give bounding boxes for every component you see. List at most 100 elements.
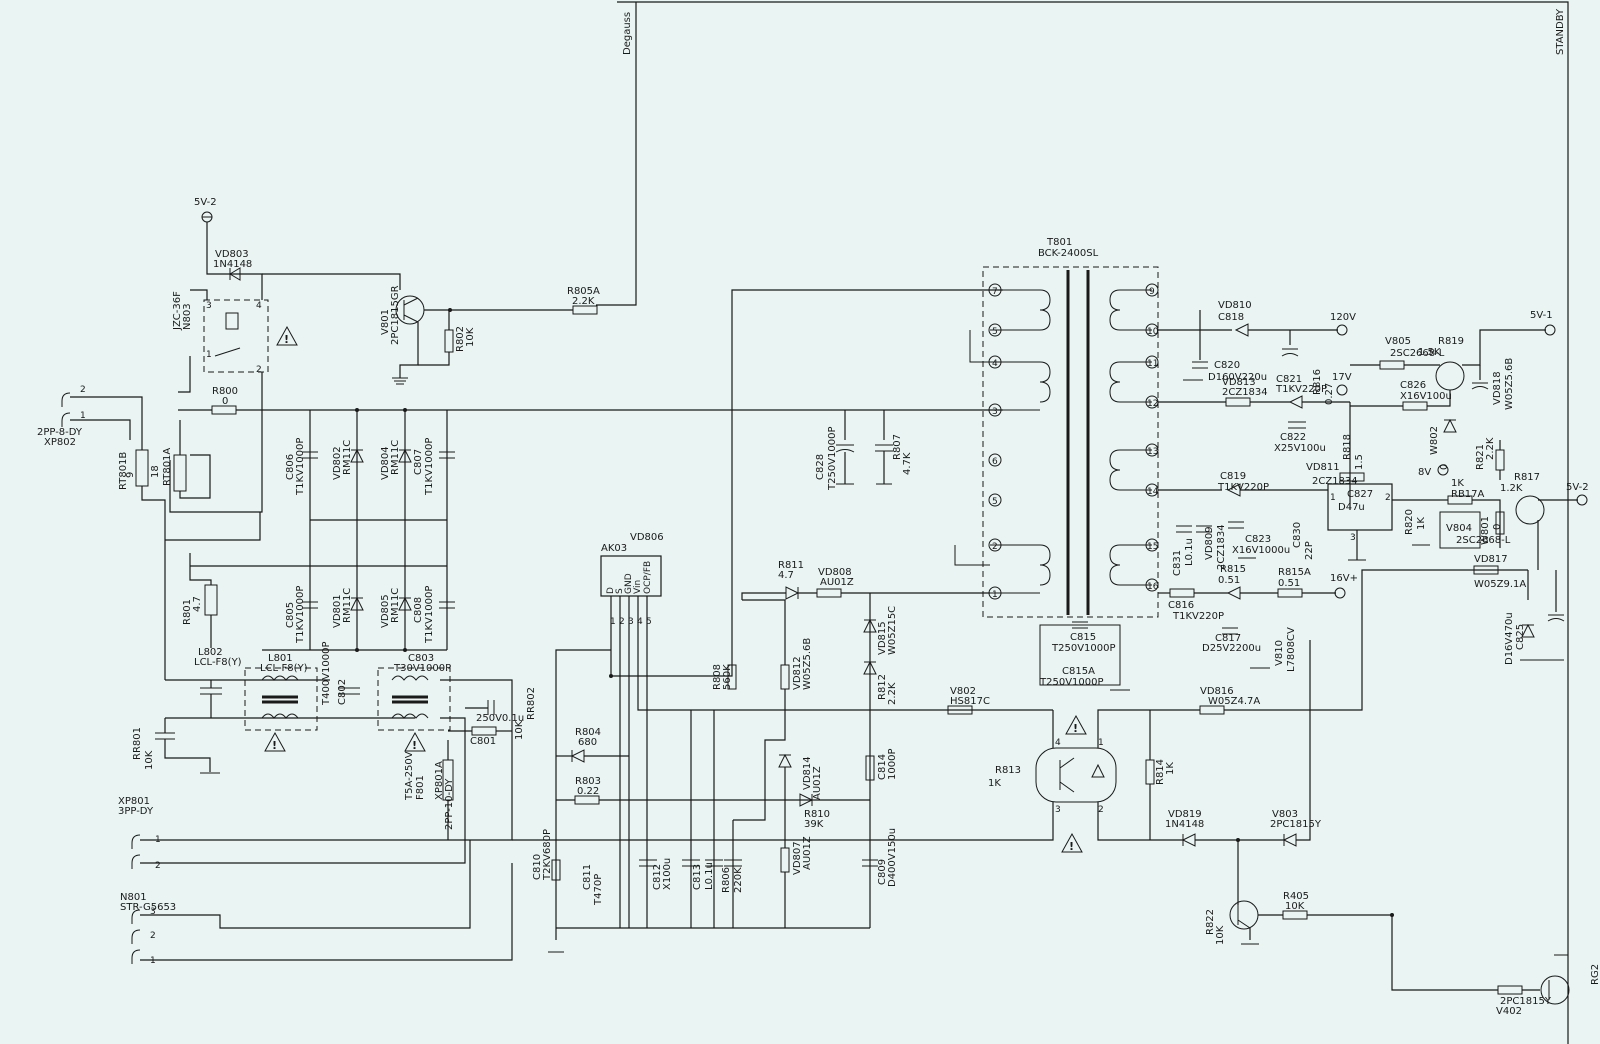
diode-vd815 (863, 660, 877, 675)
r807-name: V802 (950, 686, 976, 697)
ic-n801 (600, 555, 662, 597)
r801-name: R801 (182, 599, 193, 625)
c827-name: R820 (1404, 509, 1415, 535)
c808-value: T1KV1000P (424, 586, 435, 644)
rt801a-value: 18 (150, 465, 161, 478)
diode-vd813 (1288, 395, 1303, 409)
v802-value: 1K (988, 778, 1001, 789)
v810-name: C827 (1347, 489, 1373, 500)
c811-value: X100u (662, 858, 673, 890)
rr802-value: T5A-250V (404, 751, 415, 801)
r814-value: W05Z4.7A (1208, 696, 1260, 707)
r808-value: W05Z5.6B (802, 638, 813, 690)
xp801-value: STR-G5653 (120, 902, 176, 913)
diode-vd805 (398, 596, 412, 611)
r814-name: VD816 (1200, 686, 1234, 697)
warning-icon: ! (1065, 714, 1087, 735)
vd815-value: 2.2K (887, 682, 898, 705)
v8-label: 8V (1418, 467, 1431, 478)
l801-name: C803 (408, 653, 434, 664)
r819-name: C826 (1400, 380, 1426, 391)
r816-value: 2CZ1834 (1222, 387, 1268, 398)
vd816-value: 1N4148 (1165, 819, 1204, 830)
w802-name: R821 (1475, 444, 1486, 470)
t801-value: BCK-2400SL (1038, 248, 1099, 259)
resistor-r816 (1225, 397, 1251, 407)
resistor-r815 (1277, 588, 1303, 598)
f801-name: XP801A (434, 761, 445, 800)
c804-name: L802 (198, 647, 223, 658)
c805-name: C805 (285, 602, 296, 628)
c802-name: RR801 (132, 727, 143, 760)
r815a-name: C816 (1168, 600, 1194, 611)
vd809-value: 0.51 (1218, 575, 1240, 586)
r807-value: HS817C (950, 696, 990, 707)
vd804-value: RM11C (390, 440, 401, 475)
warning-icon: ! (404, 731, 426, 752)
diode-vd803 (229, 267, 241, 281)
c811-name: C812 (652, 864, 663, 890)
c817-value: L7808CV (1286, 627, 1297, 672)
r821-name: RB17A (1451, 489, 1485, 500)
r405-value: 2PC1815Y (1500, 996, 1552, 1007)
v801-name: V801 (380, 309, 391, 335)
r802-name: R802 (455, 326, 466, 352)
vd813-name: C821 (1276, 374, 1302, 385)
svg-text:1: 1 (992, 590, 998, 600)
r820-name: V805 (1385, 336, 1411, 347)
c818-name: C820 (1214, 360, 1240, 371)
c809-value: T250V1000P (827, 426, 838, 491)
c806-name: C806 (285, 454, 296, 480)
ground-symbols (200, 379, 1430, 774)
diode-vd804 (398, 448, 412, 463)
rb17a-value: 0 (1492, 524, 1503, 530)
resistor-r813 (1145, 759, 1155, 785)
diode-vd810 (1234, 323, 1249, 337)
r800-name: R800 (212, 386, 238, 397)
w802-value: 2.2K (1485, 437, 1496, 460)
secondary-outputs: VD810 C818 120V C820 D160V220u R816 0.27… (1158, 300, 1589, 672)
svg-text:!: ! (412, 739, 417, 752)
top-bus: Degauss STANDBY (596, 1, 1569, 1044)
l802-name: L801 (268, 653, 293, 664)
transistor-v803 (1229, 900, 1259, 930)
diode-vd802 (350, 448, 364, 463)
svg-text:4: 4 (992, 359, 998, 369)
v801-value: 2PC1815GR (390, 285, 401, 345)
vd802-name: VD802 (332, 446, 343, 480)
rr801-name: C801 (470, 736, 496, 747)
svg-text:S: S (615, 588, 625, 594)
resistor-r810 (780, 847, 790, 873)
vd806-value: 680 (578, 737, 597, 748)
thermistor-rt801a (173, 454, 187, 492)
r815a-value: T1KV220P (1172, 611, 1224, 622)
optocoupler-v802 (1035, 747, 1117, 803)
vd807-name: R811 (778, 560, 804, 571)
r815-value: 0.51 (1278, 578, 1300, 589)
vd813-value: T1KV220P (1275, 384, 1327, 395)
c801-name: RR802 (526, 687, 537, 720)
t801-name: T801 (1046, 237, 1072, 248)
c826-value: W05Z5.6B (1504, 358, 1515, 410)
resistor-r814 (1199, 705, 1225, 715)
v5-2-right-label: 5V-2 (1566, 482, 1589, 493)
svg-text:2: 2 (80, 385, 86, 395)
svg-text:3: 3 (992, 407, 998, 417)
warning-icon: ! (1061, 832, 1083, 853)
vd819-name: V803 (1272, 809, 1298, 820)
vd812-value: AU01Z (812, 766, 823, 800)
vd814-name: R810 (804, 809, 830, 820)
vd806-name: R804 (575, 727, 601, 738)
resistor-rr801 (471, 726, 497, 736)
svg-text:1: 1 (80, 411, 86, 421)
c818-value: D160V220u (1208, 372, 1267, 383)
vd817-value: D16V470u (1504, 612, 1515, 665)
diode-vd807 (785, 586, 800, 600)
svg-text:15: 15 (1147, 542, 1158, 552)
transistor-v804 (1515, 495, 1545, 525)
c822-name: R818 (1342, 434, 1353, 460)
warning-icon: ! (264, 731, 286, 752)
svg-text:6: 6 (992, 457, 998, 467)
c816-name: C817 (1215, 633, 1241, 644)
